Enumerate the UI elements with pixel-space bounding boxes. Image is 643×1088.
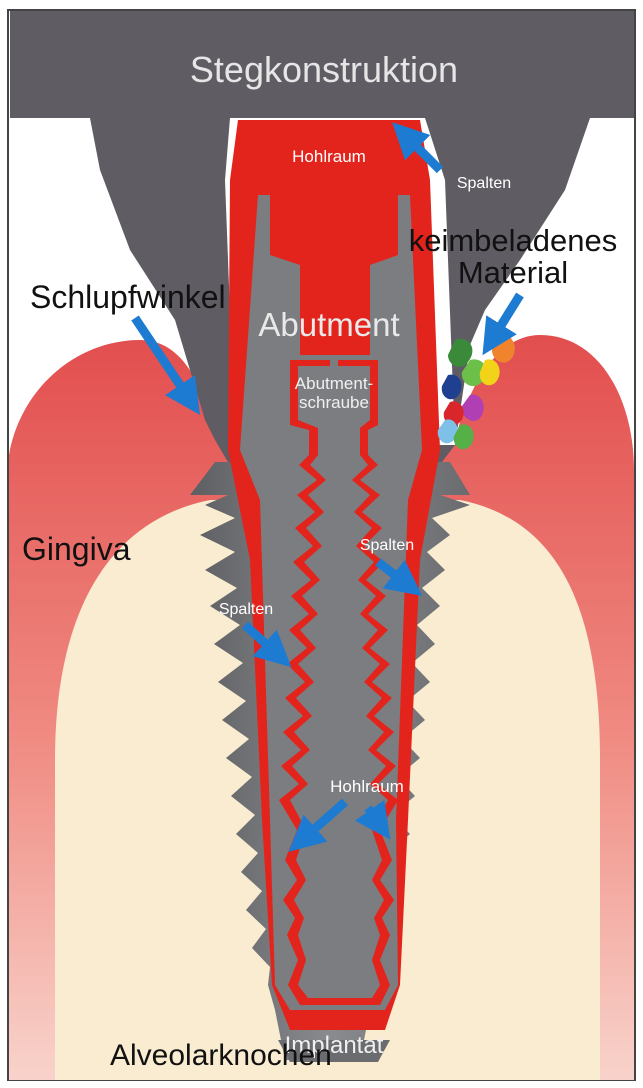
label-cavity-bottom: Hohlraum <box>330 777 404 796</box>
label-cavity-top: Hohlraum <box>292 147 366 166</box>
label-bridge: Stegkonstruktion <box>190 49 458 90</box>
label-bacteria-line2: Material <box>458 255 568 290</box>
label-abutment: Abutment <box>258 306 399 343</box>
label-bone: Alveolarknochen <box>110 1039 332 1072</box>
label-gap-top: Spalten <box>457 175 511 192</box>
label-gap-left: Spalten <box>219 601 273 618</box>
label-gap-right: Spalten <box>360 537 414 554</box>
label-screw-line1: Abutment- <box>295 374 373 393</box>
label-niche: Schlupfwinkel <box>30 279 226 315</box>
label-screw-line2: schraube <box>299 393 369 412</box>
label-bacteria-line1: keimbeladenes <box>409 223 618 258</box>
label-gingiva: Gingiva <box>22 531 131 567</box>
